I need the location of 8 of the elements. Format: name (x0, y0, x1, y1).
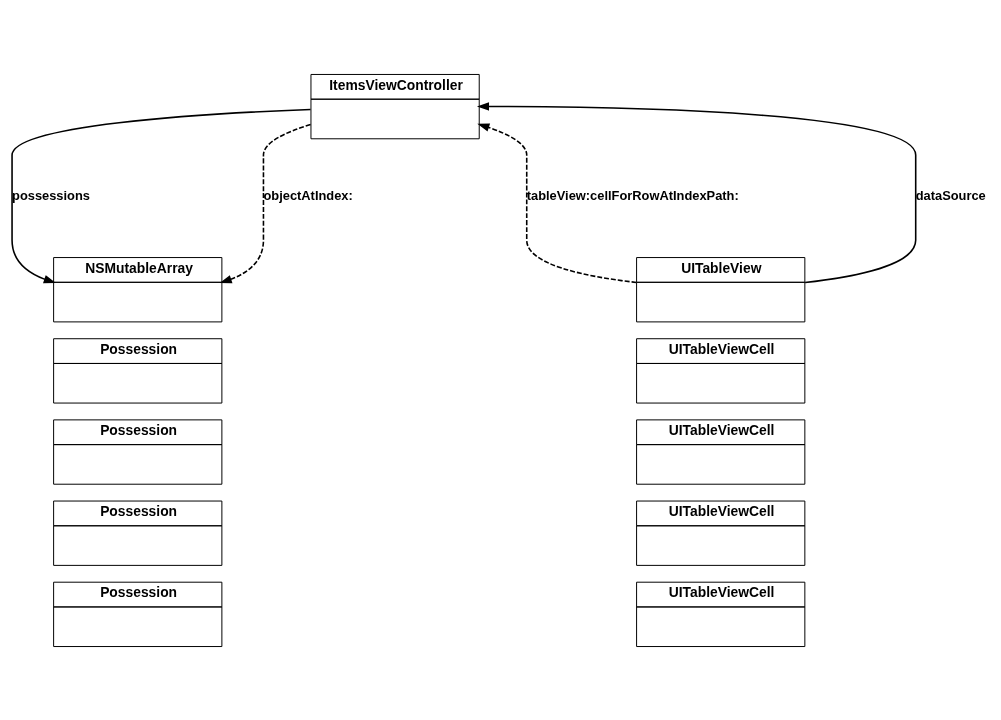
edge-label: objectAtIndex: (263, 188, 353, 204)
edge-label: dataSource (915, 188, 986, 204)
edge-label: tableView:cellForRowAtIndexPath: (526, 188, 739, 204)
arrow (219, 123, 312, 284)
arrow (11, 108, 312, 284)
arrow (476, 102, 917, 284)
edge-label: possessions (12, 188, 90, 204)
arrow (477, 123, 638, 284)
